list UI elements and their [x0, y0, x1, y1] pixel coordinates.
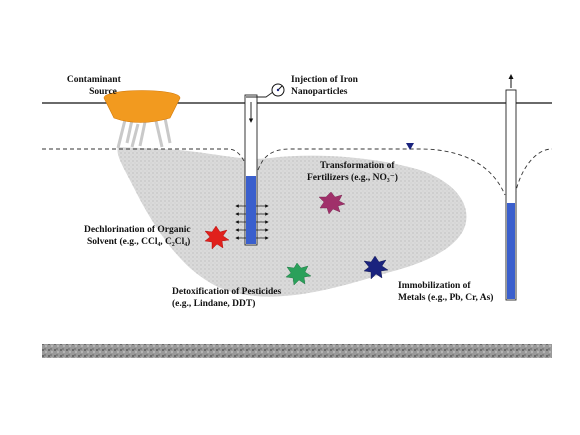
- source-leak-legs: [116, 117, 172, 149]
- detoxification-label: Detoxification of Pesticides (e.g., Lind…: [172, 287, 284, 309]
- source-tank: [103, 90, 181, 123]
- injection-flow-arrows: [235, 204, 269, 240]
- water-table-marker-icon: [406, 143, 414, 150]
- bedrock-layer: [42, 344, 552, 358]
- star-navy-icon: [363, 255, 389, 280]
- water-table-line: [42, 148, 553, 196]
- star-magenta-icon: [318, 191, 346, 215]
- dechlorination-label: Dechlorination of Organic Solvent (e.g.,…: [84, 225, 193, 247]
- immobilization-label: Immobilization of Metals (e.g., Pb, Cr, …: [398, 281, 493, 303]
- injection-well[interactable]: [235, 83, 285, 246]
- transformation-label: Transformation of Fertilizers (e.g., NO₃…: [307, 161, 398, 183]
- contaminant-source: [103, 90, 181, 149]
- injection-pipe: [246, 91, 274, 98]
- contaminant-plume: [117, 147, 467, 297]
- injection-label: Injection of Iron Nanoparticles: [291, 75, 360, 97]
- contaminant-source-label: Contaminant Source: [67, 75, 123, 97]
- extraction-well[interactable]: [505, 74, 517, 301]
- injection-well-screen: [246, 176, 256, 244]
- extraction-well-water: [507, 203, 515, 299]
- injection-gauge-icon: [271, 83, 285, 97]
- extraction-well-casing: [505, 89, 517, 301]
- star-red-icon: [204, 225, 230, 250]
- star-green-icon: [285, 262, 312, 286]
